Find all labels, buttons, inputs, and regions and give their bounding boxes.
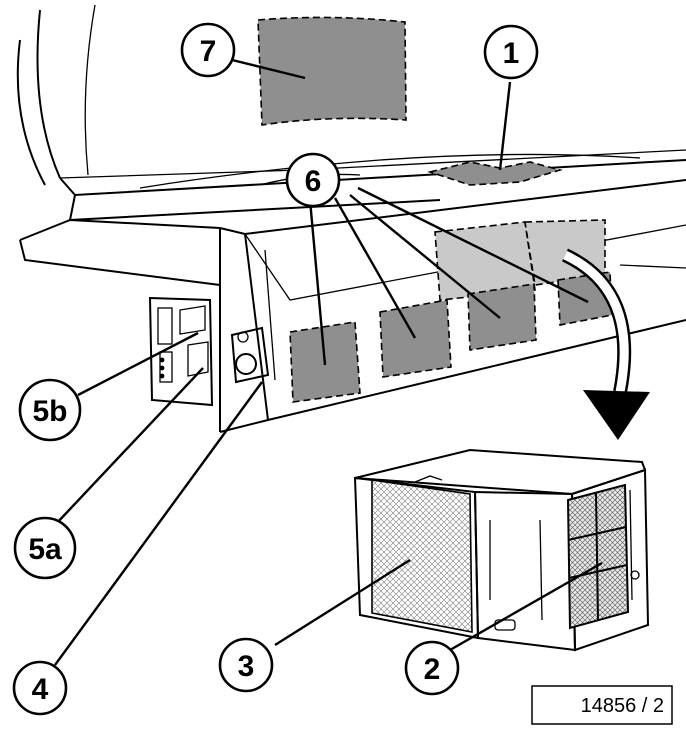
callout-4: 4 <box>12 660 68 716</box>
zone-6-c <box>467 283 537 351</box>
callout-5a: 5a <box>13 516 77 580</box>
leader-lines <box>54 55 603 666</box>
hvac-unit <box>353 448 650 652</box>
filter-3 <box>371 479 473 633</box>
callout-label-1: 1 <box>503 37 520 70</box>
callout-label-5b: 5b <box>32 395 67 428</box>
callout-3: 3 <box>218 637 274 693</box>
removal-arrow <box>561 248 650 440</box>
figure-reference: 14856 / 2 <box>531 685 673 725</box>
callout-label-4: 4 <box>32 673 49 706</box>
callout-6: 6 <box>285 152 341 208</box>
callout-2: 2 <box>404 640 460 696</box>
callout-label-7: 7 <box>200 35 217 68</box>
callout-label-2: 2 <box>424 653 441 686</box>
callout-7: 7 <box>180 22 236 78</box>
zone-1 <box>427 161 563 186</box>
figure-reference-number: 14856 / 2 <box>581 695 664 717</box>
callout-label-3: 3 <box>238 650 255 683</box>
callout-5b: 5b <box>18 378 82 442</box>
callout-label-5a: 5a <box>28 533 62 566</box>
zone-7 <box>257 16 407 126</box>
zone-6-b <box>379 299 452 378</box>
callout-1: 1 <box>483 24 539 80</box>
callout-label-6: 6 <box>305 165 322 198</box>
